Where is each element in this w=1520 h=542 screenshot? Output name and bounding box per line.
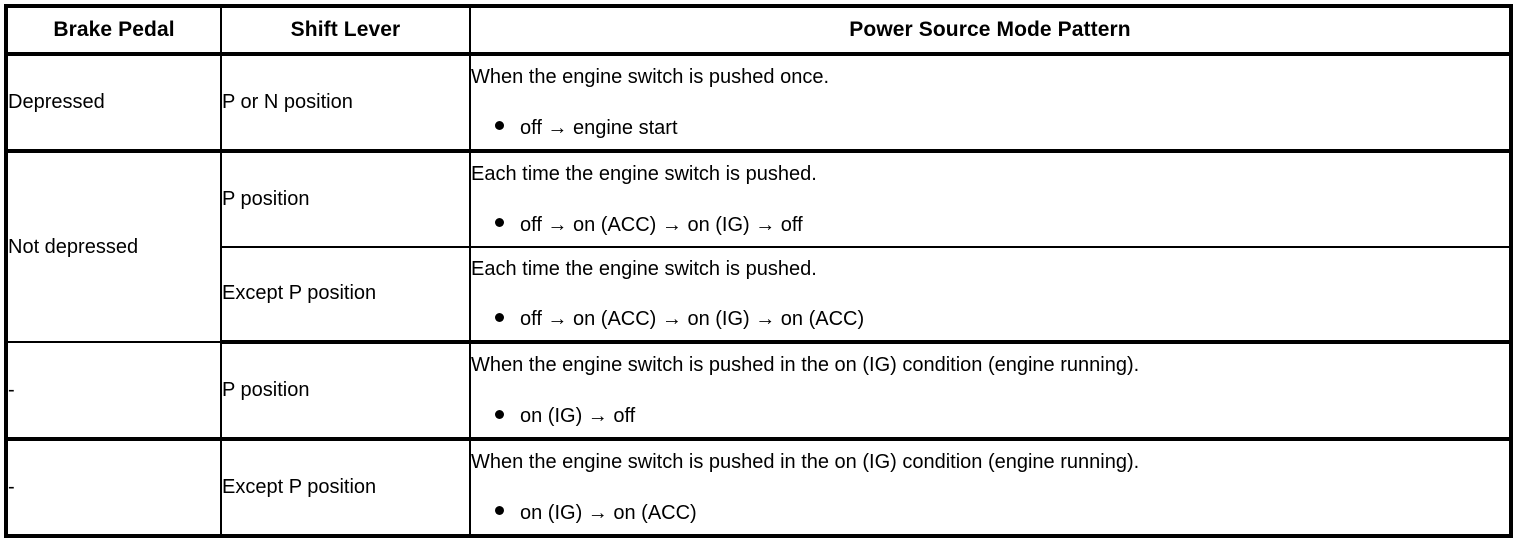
bullet-dot-icon <box>495 506 504 516</box>
bullet-dot-icon <box>495 218 504 228</box>
pattern-lead-text: When the engine switch is pushed in the … <box>471 451 1140 474</box>
cell-power-source-mode-pattern: Each time the engine switch is pushed. o… <box>469 149 1512 248</box>
cell-power-source-mode-pattern: Each time the engine switch is pushed. o… <box>469 245 1512 345</box>
cell-brake-pedal: - <box>5 341 222 442</box>
power-source-mode-table: Brake Pedal Shift Lever Power Source Mod… <box>4 4 1513 538</box>
pattern-lead-text: Each time the engine switch is pushed. <box>471 257 817 280</box>
cell-brake-pedal: Depressed <box>5 53 222 153</box>
pattern-bullet-item: off → on (ACC) → on (IG) → on (ACC) <box>471 307 1509 332</box>
table-row: Not depressed P position Each time the e… <box>5 149 1512 344</box>
column-header-power-source-mode-pattern: Power Source Mode Pattern <box>469 5 1512 56</box>
pattern-bullet-item: off → engine start <box>471 115 1509 140</box>
bullet-dot-icon <box>495 312 504 322</box>
pattern-bullet-item: on (IG) → on (ACC) <box>471 500 1509 525</box>
cell-shift-lever: P position <box>220 149 471 248</box>
cell-power-source-mode-pattern: When the engine switch is pushed in the … <box>469 341 1512 442</box>
pattern-lead-text: When the engine switch is pushed in the … <box>471 354 1140 377</box>
cell-shift-lever: P or N position <box>220 53 471 153</box>
pattern-bullet-text: on (IG) → on (ACC) <box>520 501 697 524</box>
table-row: Except P position Each time the engine s… <box>6 245 1512 345</box>
pattern-lead-text: When the engine switch is pushed once. <box>471 66 829 89</box>
pattern-bullet-text: on (IG) → off <box>520 405 636 427</box>
table-header-row: Brake Pedal Shift Lever Power Source Mod… <box>5 5 1512 56</box>
cell-power-source-mode-pattern: When the engine switch is pushed once. o… <box>469 53 1512 153</box>
power-source-mode-table-container: Brake Pedal Shift Lever Power Source Mod… <box>4 4 1513 538</box>
cell-shift-lever: Except P position <box>220 245 471 345</box>
pattern-bullet-item: off → on (ACC) → on (IG) → off <box>471 212 1509 237</box>
table-row: - P position When the engine switch is p… <box>5 341 1512 442</box>
table-header: Brake Pedal Shift Lever Power Source Mod… <box>5 5 1512 56</box>
pattern-lead-text: Each time the engine switch is pushed. <box>471 162 817 185</box>
pattern-bullet-text: off → on (ACC) → on (IG) → on (ACC) <box>520 308 865 331</box>
cell-brake-pedal: - <box>5 438 222 537</box>
cell-shift-lever: Except P position <box>220 438 471 537</box>
cell-brake-pedal: Not depressed <box>5 149 222 344</box>
bullet-dot-icon <box>495 121 504 131</box>
pattern-bullet-text: off → engine start <box>520 116 678 139</box>
pattern-bullet-item: on (IG) → off <box>471 403 1509 428</box>
table-row: - Except P position When the engine swit… <box>5 438 1512 537</box>
bullet-dot-icon <box>495 409 504 419</box>
table-row: Depressed P or N position When the engin… <box>5 53 1512 153</box>
column-header-brake-pedal: Brake Pedal <box>5 5 222 56</box>
cell-shift-lever: P position <box>220 341 471 442</box>
pattern-bullet-text: off → on (ACC) → on (IG) → off <box>520 213 803 236</box>
column-header-shift-lever: Shift Lever <box>220 5 471 56</box>
cell-power-source-mode-pattern: When the engine switch is pushed in the … <box>469 438 1512 537</box>
table-body: Depressed P or N position When the engin… <box>5 53 1512 537</box>
